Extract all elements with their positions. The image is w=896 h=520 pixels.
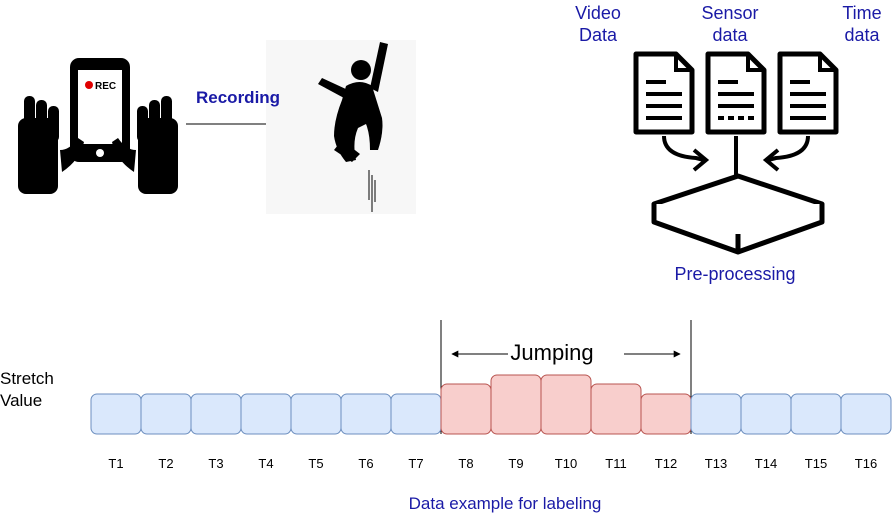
preprocessing-label: Pre-processing	[674, 264, 796, 284]
tick-label-t9: T9	[508, 456, 524, 471]
video-data-label-line1: Video	[575, 3, 621, 23]
sensor-data-document-icon	[705, 51, 767, 135]
tick-label-t7: T7	[408, 456, 424, 471]
tick-label-t16: T16	[854, 456, 878, 471]
rec-text: REC	[95, 81, 116, 92]
recording-label: Recording	[196, 88, 281, 107]
stretch-value-label-line2: Value	[0, 391, 43, 410]
segment-t7	[390, 393, 442, 435]
video-data-label-line2: Data	[578, 25, 618, 45]
segment-t10	[540, 374, 592, 435]
tick-label-t11: T11	[605, 456, 627, 471]
tick-label-t12: T12	[654, 456, 678, 471]
time-data-label: Time data	[832, 2, 892, 46]
segment-t6	[340, 393, 392, 435]
segment-t16	[840, 393, 892, 435]
video-data-document-icon	[633, 51, 695, 135]
segment-t14	[740, 393, 792, 435]
phone-recording-icon: REC	[18, 58, 178, 194]
tick-label-t14: T14	[754, 456, 778, 471]
segment-t11	[590, 383, 642, 435]
sensor-data-label-line1: Sensor	[701, 3, 759, 23]
stretch-value-bars	[90, 374, 892, 435]
segment-t5	[290, 393, 342, 435]
time-data-document-icon	[777, 51, 839, 135]
segment-t3	[190, 393, 242, 435]
segment-t1	[90, 393, 142, 435]
time-data-label-line2: data	[844, 25, 880, 45]
stretch-value-label: Stretch Value	[0, 368, 54, 412]
tick-label-t6: T6	[358, 456, 374, 471]
segment-t8	[440, 383, 492, 435]
segment-t4	[240, 393, 292, 435]
preprocessing-tray-icon	[651, 173, 825, 255]
tick-label-t2: T2	[158, 456, 174, 471]
segment-t15	[790, 393, 842, 435]
tick-label-t5: T5	[308, 456, 324, 471]
sensor-data-label: Sensor data	[690, 2, 770, 46]
sensor-data-label-line2: data	[712, 25, 748, 45]
labeling-caption: Data example for labeling	[408, 494, 602, 513]
jumping-person-icon	[266, 40, 416, 214]
segment-t13	[690, 393, 742, 435]
tick-label-t3: T3	[208, 456, 224, 471]
video-data-label: Video Data	[566, 2, 630, 46]
stretch-value-label-line1: Stretch	[0, 369, 54, 388]
time-data-label-line1: Time	[842, 3, 882, 23]
tick-label-t15: T15	[804, 456, 828, 471]
segment-t9	[490, 374, 542, 435]
tick-label-t8: T8	[458, 456, 474, 471]
tick-label-t13: T13	[704, 456, 728, 471]
tick-label-t1: T1	[108, 456, 124, 471]
segment-t2	[140, 393, 192, 435]
jumping-label: Jumping	[510, 340, 594, 365]
segment-t12	[640, 393, 692, 435]
tick-label-t4: T4	[258, 456, 274, 471]
tick-label-t10: T10	[554, 456, 578, 471]
